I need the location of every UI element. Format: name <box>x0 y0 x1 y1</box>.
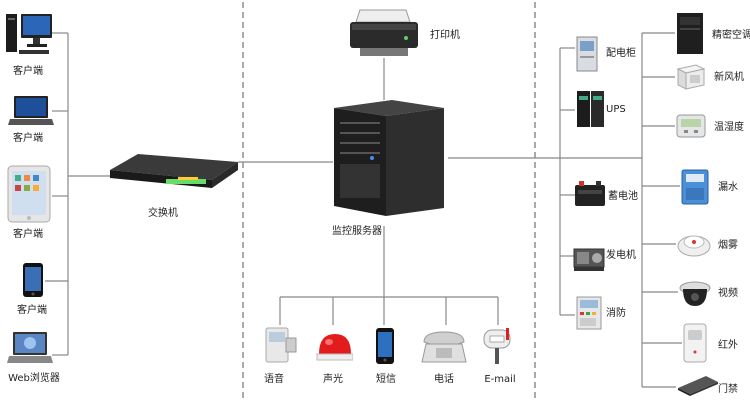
laptop-icon <box>8 96 54 125</box>
desktop-pc-icon <box>6 14 52 54</box>
water-leak-sensor-icon <box>681 169 709 205</box>
sms-label: 短信 <box>376 374 396 385</box>
server-label: 监控服务器 <box>332 226 382 237</box>
client-label: 客户端 <box>13 133 43 144</box>
temp-humidity-label: 温湿度 <box>714 122 744 133</box>
access-control-label: 门禁 <box>718 384 738 395</box>
water-leak-label: 漏水 <box>718 182 738 193</box>
sound-light-label: 声光 <box>323 374 343 385</box>
precision-ac-icon <box>677 13 703 54</box>
switch-label: 交换机 <box>148 208 178 219</box>
web-browser-label: Web浏览器 <box>8 373 60 384</box>
generator-label: 发电机 <box>606 250 636 261</box>
thermo-hygrometer-icon <box>676 114 706 138</box>
client-label: 客户端 <box>13 229 43 240</box>
ups-icon <box>577 91 604 127</box>
smoke-label: 烟雾 <box>718 240 738 251</box>
printer-icon <box>350 9 418 56</box>
fire-label: 消防 <box>606 308 626 319</box>
network-switch-icon <box>110 154 238 188</box>
smartphone-icon <box>23 263 43 297</box>
voice-device-icon <box>265 327 297 363</box>
fresh-air-unit-icon <box>676 64 706 90</box>
infrared-sensor-icon <box>683 323 707 363</box>
dome-camera-icon <box>679 281 711 306</box>
precision-ac-label: 精密空调 <box>712 30 750 41</box>
client-label: 客户端 <box>13 66 43 77</box>
video-label: 视频 <box>718 288 738 299</box>
fresh-air-label: 新风机 <box>714 72 744 83</box>
access-card-reader-icon <box>678 376 718 396</box>
smoke-detector-icon <box>677 235 711 257</box>
battery-icon <box>575 181 605 206</box>
infrared-label: 红外 <box>718 340 738 351</box>
battery-label: 蓄电池 <box>608 191 638 202</box>
distribution-cabinet-label: 配电柜 <box>606 48 636 59</box>
distribution-cabinet-icon <box>576 36 598 72</box>
printer-label: 打印机 <box>430 30 460 41</box>
email-label: E-mail <box>484 374 516 385</box>
generator-icon <box>573 248 605 271</box>
mailbox-icon <box>483 328 511 364</box>
phone-label: 电话 <box>434 374 454 385</box>
telephone-icon <box>421 331 467 363</box>
fire-panel-icon <box>576 296 602 330</box>
laptop-browser-icon <box>7 332 53 363</box>
mobile-phone-icon <box>376 328 394 364</box>
client-label: 客户端 <box>17 305 47 316</box>
voice-label: 语音 <box>264 374 284 385</box>
tablet-icon <box>7 165 51 223</box>
server-tower-icon <box>334 100 444 216</box>
siren-icon <box>316 334 353 361</box>
ups-label: UPS <box>606 104 626 115</box>
